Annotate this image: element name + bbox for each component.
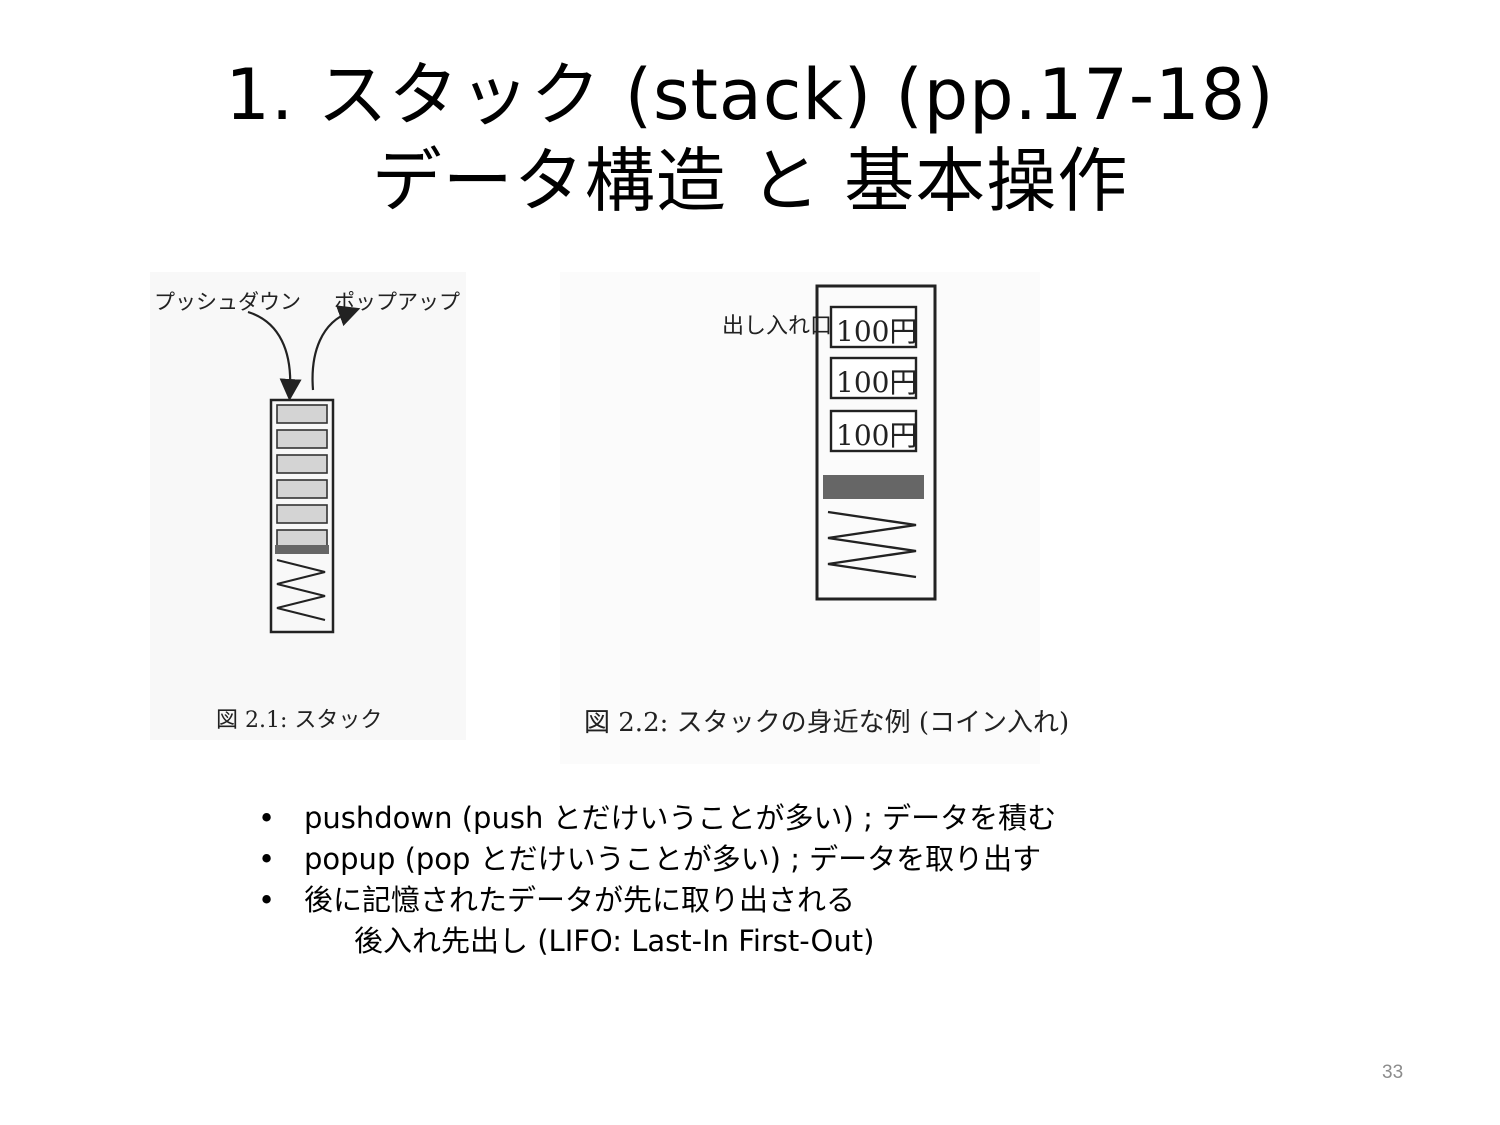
title-line-2: データ構造 と 基本操作 — [371, 140, 1129, 222]
stack-item — [276, 454, 328, 474]
stack-diagram-drawing — [247, 305, 361, 634]
bullet-marker: • — [258, 883, 276, 917]
bullet-text: popup (pop とだけいうことが多い) ; データを取り出す — [304, 842, 1042, 876]
figure-coin-holder: 出し入れ口 100円 100円 100円 図 2.2: スタックの身近な例 (コ… — [560, 272, 1069, 764]
bullet-list: • pushdown (push とだけいうことが多い) ; データを積む • … — [258, 798, 1258, 962]
bullet-item: • popup (pop とだけいうことが多い) ; データを取り出す — [258, 839, 1258, 880]
pop-arrow — [311, 305, 361, 391]
push-arrow — [247, 310, 302, 401]
title-line-1: 1. スタック (stack) (pp.17-18) — [225, 54, 1275, 136]
push-label: プッシュダウン — [154, 290, 301, 314]
stack-item — [276, 404, 328, 424]
bullet-text: pushdown (push とだけいうことが多い) ; データを積む — [304, 801, 1057, 835]
bullet-marker: • — [258, 801, 276, 835]
spring — [827, 510, 917, 579]
coin-box — [829, 305, 918, 349]
coin-holder-drawing — [815, 284, 937, 601]
figure-stack-diagram: プッシュダウン ポップアップ 図 2.1: スタック — [150, 272, 466, 740]
spring-plate — [275, 545, 329, 554]
stack-item — [276, 429, 328, 449]
figure-1-caption: 図 2.1: スタック — [216, 708, 383, 733]
page-number: 33 — [1382, 1062, 1404, 1083]
coin-label: 100円 — [836, 315, 918, 348]
slot-label: 出し入れ口 — [722, 314, 833, 339]
coin-holder-container — [815, 284, 937, 601]
figure-2-caption: 図 2.2: スタックの身近な例 (コイン入れ) — [584, 708, 1070, 738]
stack-item — [276, 504, 328, 524]
slide-title: 1. スタック (stack) (pp.17-18) データ構造 と 基本操作 — [0, 52, 1500, 224]
stack-container — [269, 398, 335, 634]
coin-box — [829, 356, 918, 400]
spring — [276, 559, 326, 621]
coin-label: 100円 — [836, 366, 918, 399]
bullet-subitem: 後入れ先出し (LIFO: Last-In First-Out) — [258, 921, 1258, 962]
bullet-text: 後に記憶されたデータが先に取り出される — [304, 883, 856, 917]
coin-label: 100円 — [836, 419, 918, 452]
stack-item — [276, 479, 328, 499]
spring-plate — [823, 475, 924, 499]
coin-box — [829, 409, 918, 453]
bullet-item: • pushdown (push とだけいうことが多い) ; データを積む — [258, 798, 1258, 839]
bullet-marker: • — [258, 842, 276, 876]
bullet-item: • 後に記憶されたデータが先に取り出される — [258, 880, 1258, 921]
pop-label: ポップアップ — [334, 290, 460, 314]
bullet-subitem-text: 後入れ先出し (LIFO: Last-In First-Out) — [354, 924, 875, 958]
